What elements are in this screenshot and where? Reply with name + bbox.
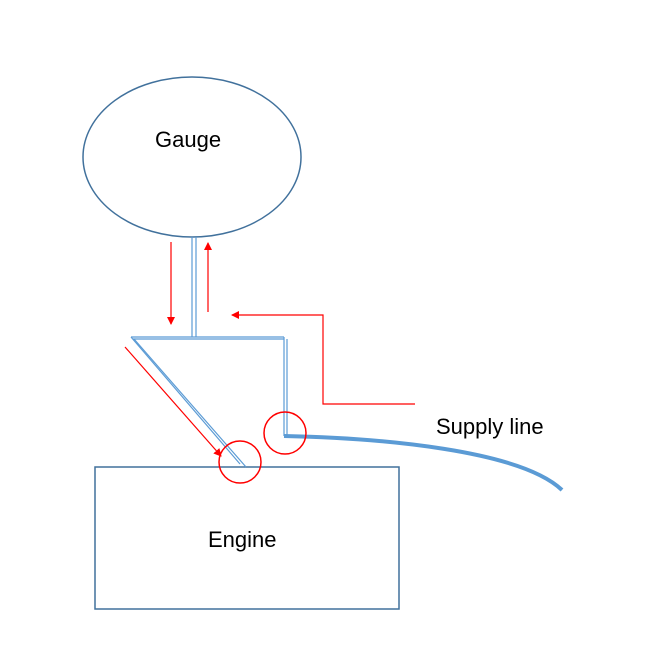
diagonal-pipe-outer — [130, 336, 241, 465]
arrow-supply-to-manifold — [231, 311, 415, 405]
gauge-circle — [82, 76, 302, 238]
highlight-circle-engine-joint — [218, 440, 262, 484]
flow-arrows — [124, 242, 415, 457]
supply-line — [283, 434, 564, 492]
arrow-diagonal-to-engine — [124, 346, 222, 457]
supply-line-label: Supply line — [436, 414, 544, 439]
highlight-circle-supply-joint — [263, 411, 307, 455]
pipe-network — [130, 237, 288, 468]
gauge-label: Gauge — [155, 127, 222, 152]
diagonal-pipe-inner — [133, 338, 247, 468]
engine-label: Engine — [208, 527, 277, 552]
engine-box — [94, 466, 400, 610]
